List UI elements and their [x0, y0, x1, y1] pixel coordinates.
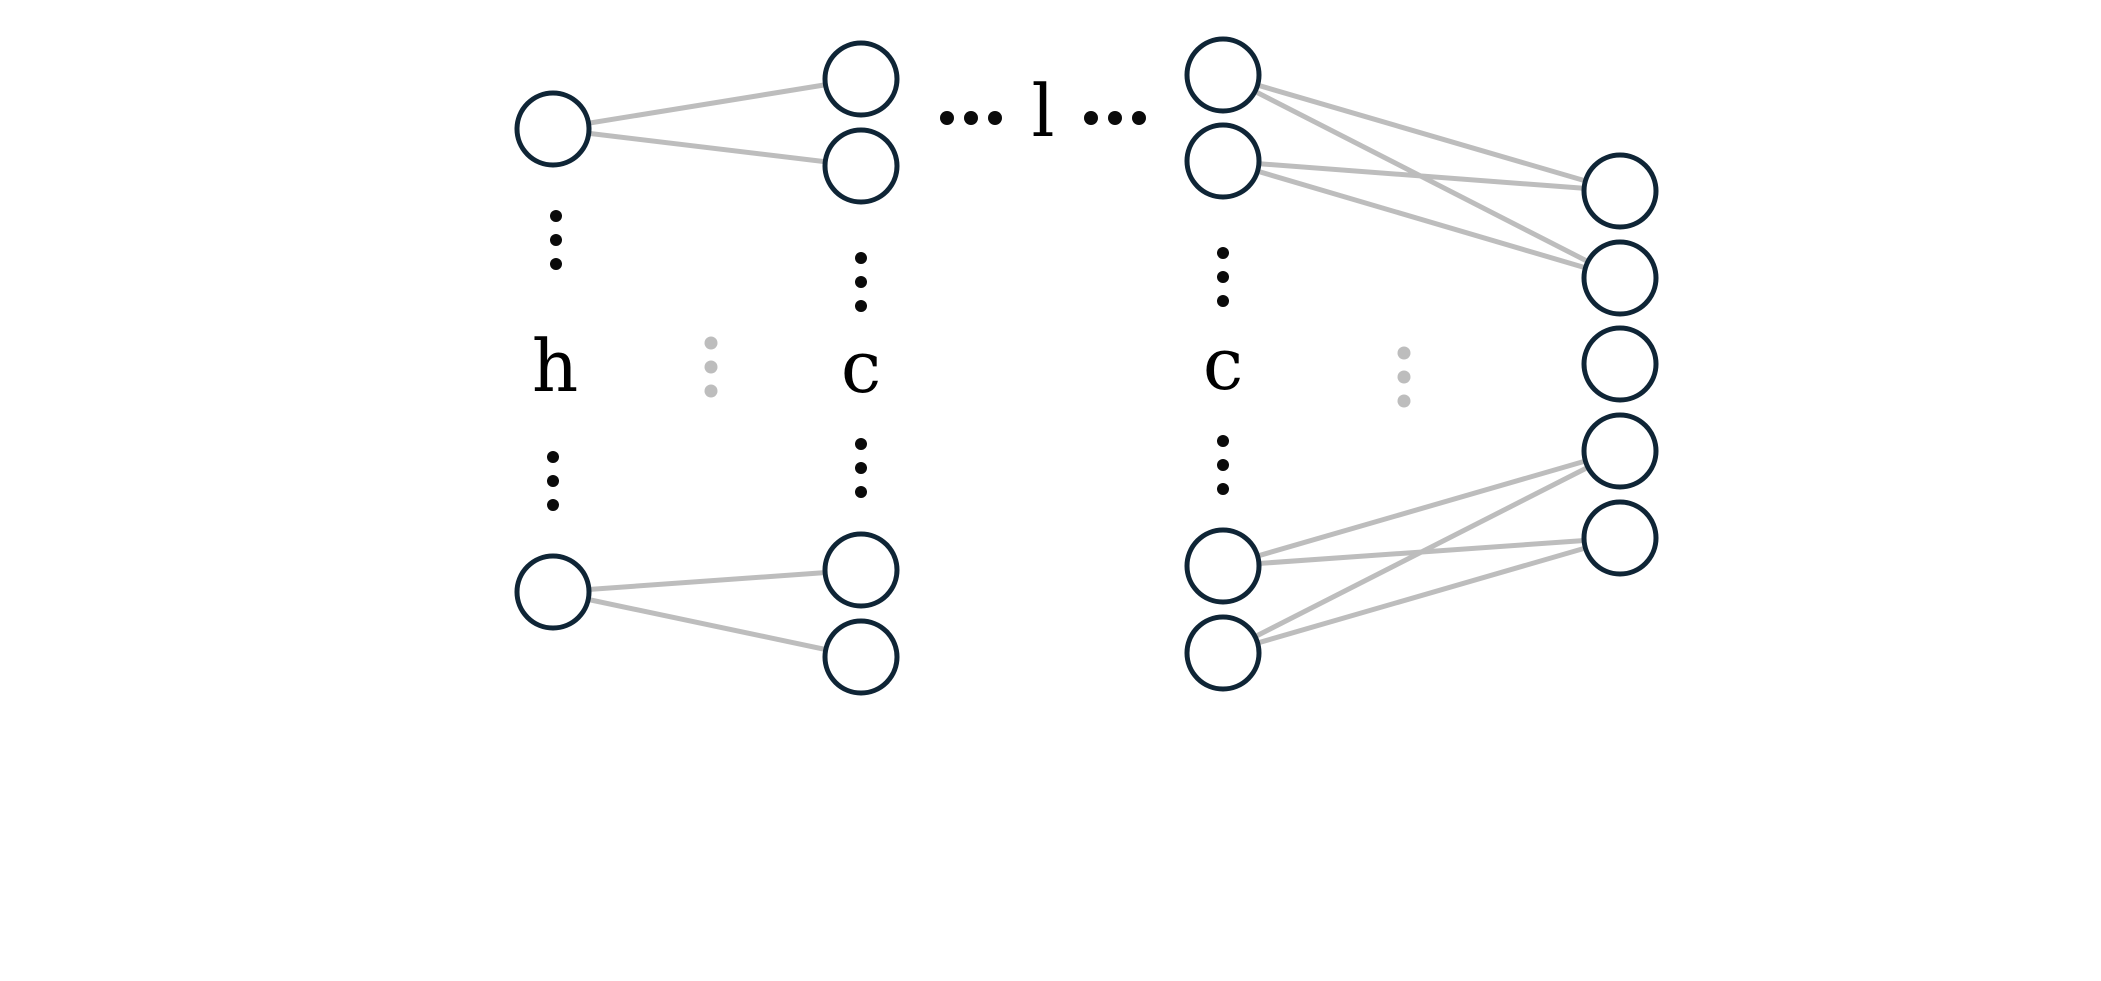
hidden-layer-last-label: c [1203, 322, 1243, 406]
hidden-node [1184, 36, 1262, 114]
edge [552, 76, 862, 132]
output-layer [1581, 152, 1659, 577]
horizontal-ellipsis-left [940, 111, 1002, 125]
horizontal-ellipsis-right [1084, 111, 1146, 125]
vertical-ellipsis-input-lower [547, 451, 559, 511]
edges-hidden-to-output [1221, 72, 1622, 656]
hidden-layer-last [1184, 36, 1262, 692]
hidden-layer-first-label: c [841, 325, 881, 409]
vertical-ellipsis-input-upper [550, 210, 562, 270]
output-node [1581, 325, 1659, 403]
layer-count-label: l [1031, 69, 1054, 153]
hidden-node [1184, 527, 1262, 605]
hidden-node [822, 531, 900, 609]
edge [1222, 158, 1621, 281]
input-node [514, 553, 592, 631]
edge [552, 126, 862, 169]
vertical-ellipsis-hidden-first-lower [855, 438, 867, 498]
input-node [514, 90, 592, 168]
edge [1222, 72, 1621, 194]
hidden-layer-first [822, 40, 900, 696]
output-node [1581, 152, 1659, 230]
vertical-ellipsis-edges-left [704, 336, 718, 398]
edge [552, 567, 862, 595]
edges-input-to-hidden [552, 76, 862, 660]
edge [1221, 448, 1622, 656]
hidden-node [1184, 122, 1262, 200]
output-node [1581, 412, 1659, 490]
hidden-node [822, 40, 900, 118]
edge [1222, 158, 1621, 194]
edge [552, 589, 862, 660]
input-layer [514, 90, 592, 631]
vertical-ellipsis-hidden-last-lower [1217, 435, 1229, 495]
edge [1222, 448, 1621, 569]
hidden-node [822, 127, 900, 205]
hidden-node [1184, 614, 1262, 692]
output-node [1581, 239, 1659, 317]
input-layer-label: h [532, 324, 578, 408]
vertical-ellipsis-hidden-last-upper [1217, 247, 1229, 307]
vertical-ellipsis-hidden-first-upper [855, 252, 867, 312]
output-node [1581, 499, 1659, 577]
vertical-ellipsis-edges-right [1397, 346, 1411, 408]
hidden-node [822, 618, 900, 696]
edge [1222, 535, 1621, 656]
